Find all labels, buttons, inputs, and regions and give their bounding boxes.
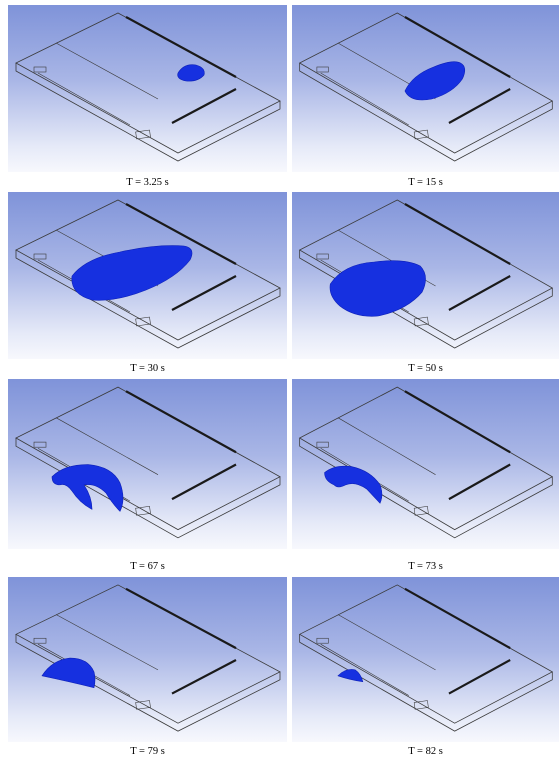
vent-left — [316, 637, 329, 644]
simulation-panel-5 — [8, 379, 287, 549]
floor-edge — [15, 250, 281, 349]
scene-graphic — [298, 199, 554, 349]
caption-3: T = 30 s — [130, 363, 165, 374]
caption-8: T = 82 s — [408, 746, 443, 757]
vent-bottom — [413, 505, 429, 516]
vent-left — [316, 441, 329, 448]
rail-lines — [404, 390, 511, 501]
caption-4: T = 50 s — [408, 363, 443, 374]
vent-bottom — [413, 700, 429, 710]
floor-edge — [15, 63, 281, 162]
floor-outline — [298, 584, 554, 724]
simulation-panel-1 — [8, 5, 287, 172]
floor-edge — [299, 63, 553, 162]
vent-bottom — [135, 129, 151, 140]
caption-6: T = 73 s — [408, 561, 443, 572]
smoke-plume — [177, 64, 205, 82]
scene-graphic — [298, 12, 554, 162]
smoke-plume — [329, 260, 426, 317]
simulation-panel-4 — [292, 192, 559, 359]
caption-2: T = 15 s — [408, 177, 443, 188]
caption-5: T = 67 s — [130, 561, 165, 572]
vent-left — [33, 441, 47, 448]
rail-lines — [125, 390, 237, 501]
rail-lines — [125, 203, 237, 311]
floor-edge — [299, 250, 553, 349]
smoke-plume — [51, 464, 124, 512]
simulation-panel-7 — [8, 577, 287, 742]
vent-bottom — [135, 316, 151, 327]
vent-bottom — [135, 505, 151, 516]
rail-lines — [125, 587, 237, 695]
scene-graphic — [15, 584, 281, 732]
vent-bottom — [413, 129, 429, 140]
vent-left — [33, 66, 47, 73]
partition-lines — [37, 42, 159, 126]
scene-graphic — [15, 386, 281, 539]
partition-lines — [37, 614, 159, 696]
simulation-panel-3 — [8, 192, 287, 359]
scene-graphic — [15, 199, 281, 349]
floor-outline — [15, 584, 281, 724]
floor-edge — [299, 438, 553, 539]
smoke-plume — [324, 465, 383, 504]
scene-graphic — [298, 386, 554, 539]
partition-lines — [320, 614, 436, 696]
vent-left — [33, 253, 47, 260]
partition-lines — [37, 417, 159, 502]
smoke-plume — [41, 657, 96, 689]
rail-lines — [404, 203, 511, 311]
vent-left — [316, 66, 329, 73]
smoke-plume — [404, 61, 466, 101]
vent-left — [316, 253, 329, 260]
smoke-plume — [337, 669, 364, 683]
floor-edge — [15, 438, 281, 539]
simulation-panel-6 — [292, 379, 559, 549]
vent-left — [33, 637, 47, 644]
floor-edge — [299, 634, 553, 732]
rail-lines — [404, 587, 511, 695]
rail-lines — [125, 16, 237, 124]
smoke-plume — [71, 245, 193, 301]
vent-bottom — [135, 700, 151, 710]
floor-edge — [15, 634, 281, 732]
scene-graphic — [15, 12, 281, 162]
simulation-panel-8 — [292, 577, 559, 742]
caption-7: T = 79 s — [130, 746, 165, 757]
simulation-panel-2 — [292, 5, 559, 172]
vent-bottom — [413, 316, 429, 327]
caption-1: T = 3.25 s — [126, 177, 169, 188]
scene-graphic — [298, 584, 554, 732]
rail-lines — [404, 16, 511, 124]
